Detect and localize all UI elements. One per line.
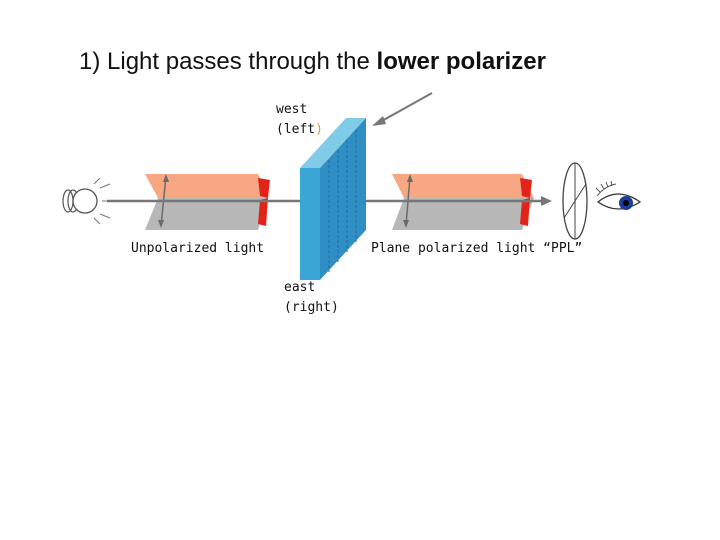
right-beam-lower bbox=[392, 198, 534, 230]
east-label-line1: east bbox=[284, 280, 316, 295]
title-prefix: 1) Light passes through the bbox=[79, 48, 370, 75]
west-label-paren: ) bbox=[315, 122, 323, 137]
plane-polarized-light-label: Plane polarized light “PPL” bbox=[371, 241, 583, 256]
light-ray-arrowhead bbox=[541, 196, 552, 206]
west-label-line1: west bbox=[276, 102, 308, 117]
polarizer-front-face bbox=[300, 168, 320, 280]
right-beam-red-edge-top bbox=[520, 178, 532, 198]
unpolarized-light-label: Unpolarized light bbox=[131, 241, 265, 256]
polarizer-side-face bbox=[320, 118, 366, 280]
polarizer-top-face bbox=[300, 118, 366, 168]
left-beam-red-edge-bottom bbox=[258, 198, 268, 226]
title-emphasis: lower polarizer bbox=[376, 48, 546, 75]
right-beam-upper bbox=[392, 174, 534, 198]
light-bulb-icon bbox=[62, 177, 111, 225]
left-beam bbox=[145, 174, 270, 230]
left-beam-lower bbox=[145, 198, 268, 230]
lower-polarizer bbox=[300, 118, 366, 280]
right-beam-red-edge-bottom bbox=[520, 198, 530, 226]
west-label-line2: (left bbox=[276, 122, 316, 137]
east-label: east (right) bbox=[284, 278, 339, 318]
east-label-line2: (right) bbox=[284, 300, 339, 315]
slide-title: 1) Light passes through the lower polari… bbox=[79, 48, 546, 76]
left-beam-upper bbox=[145, 174, 268, 198]
eye-icon bbox=[595, 180, 642, 210]
lens-icon bbox=[562, 162, 588, 240]
left-beam-red-edge-top bbox=[258, 178, 270, 198]
pointer-arrow bbox=[379, 92, 433, 123]
west-label: west (left) bbox=[276, 100, 323, 140]
